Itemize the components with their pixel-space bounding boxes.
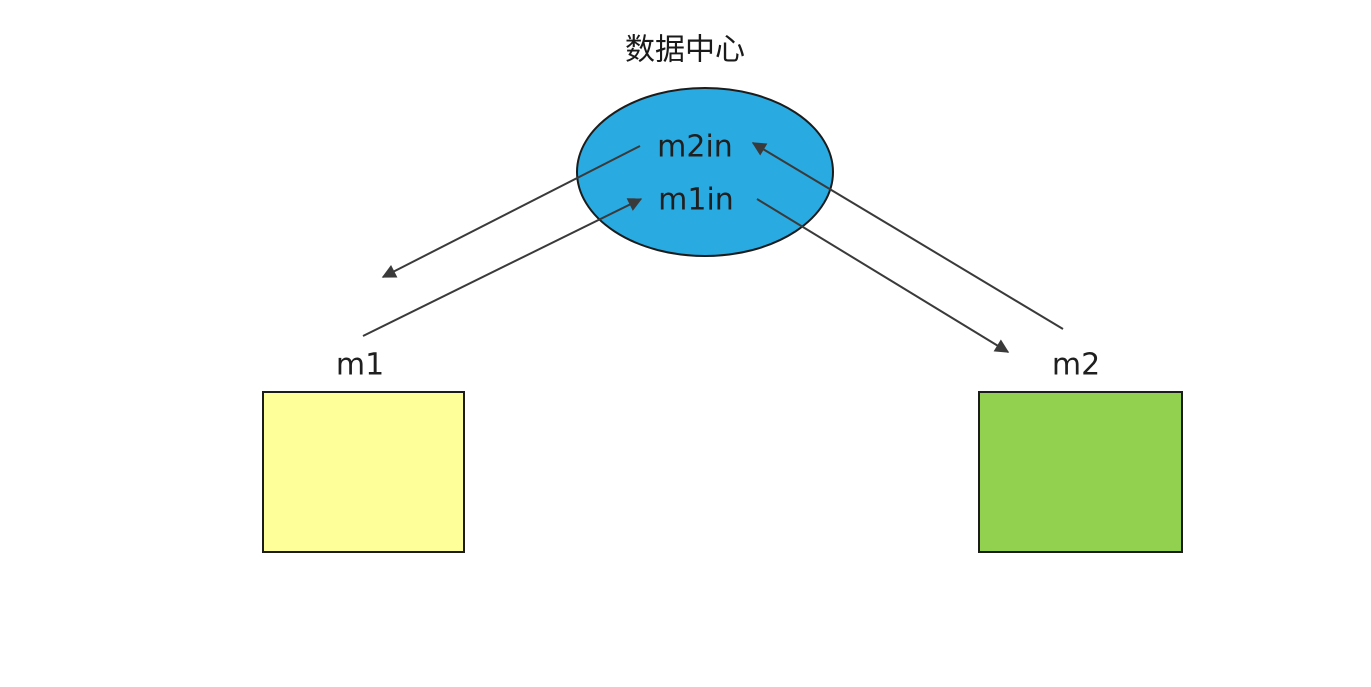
slot-label-m1in: m1in	[658, 183, 734, 218]
diagram-title: 数据中心	[625, 33, 745, 68]
node-label-m2: m2	[1052, 348, 1100, 383]
m1-rectangle	[262, 391, 465, 553]
m2-rectangle	[978, 391, 1183, 553]
arrow-m1-to-datacenter-m1in	[362, 198, 643, 337]
arrow-m2-to-datacenter-m2in	[751, 142, 1064, 330]
arrow-datacenter-m2in-to-m1	[381, 145, 641, 278]
node-label-m1: m1	[336, 348, 384, 383]
arrow-datacenter-m1in-to-m2	[756, 198, 1010, 353]
slot-label-m2in: m2in	[657, 130, 733, 165]
data-center-ellipse	[576, 87, 834, 257]
